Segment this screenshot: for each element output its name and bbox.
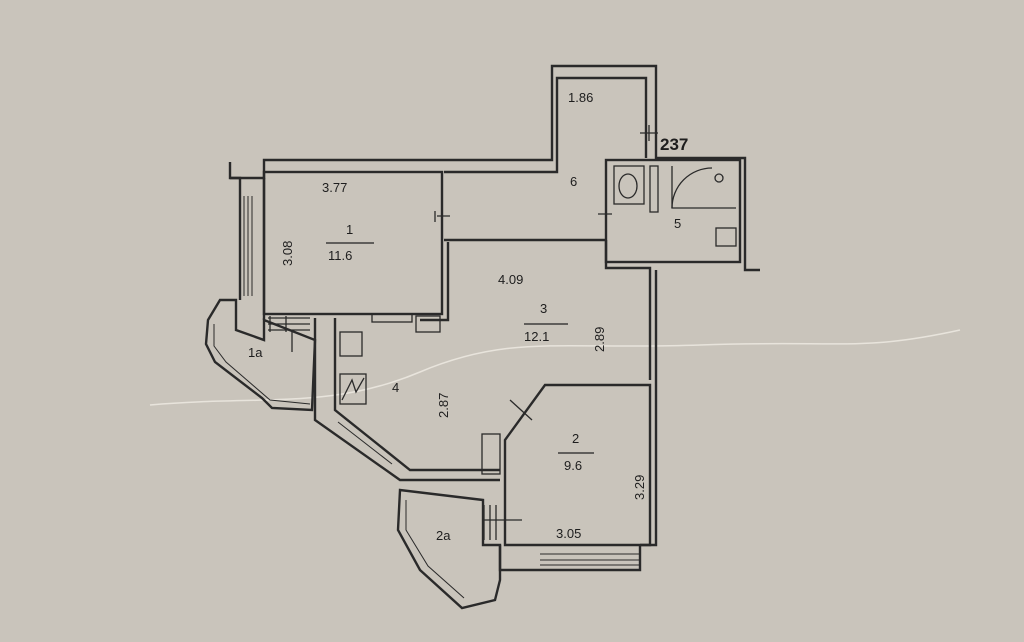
balcony-1a (204, 298, 317, 412)
room-1-label: 1 (346, 222, 353, 237)
room-1-depth: 3.08 (280, 241, 295, 266)
room-5-label: 5 (674, 216, 681, 231)
paper-crease (149, 329, 961, 406)
room-1a-label: 1a (248, 345, 263, 360)
room-2-walls (481, 383, 652, 547)
apartment-number: 237 (660, 135, 688, 154)
room-3-walls (371, 240, 652, 380)
room-2-depth: 3.29 (632, 475, 647, 500)
room-6-label: 6 (570, 174, 577, 189)
room-2-width: 3.05 (556, 526, 581, 541)
room-2-label: 2 (572, 431, 579, 446)
room-1-walls (262, 170, 444, 316)
balcony-2a (396, 488, 502, 610)
door-marks (269, 125, 658, 521)
room-5-walls (604, 158, 742, 264)
room-4-walls (313, 318, 500, 482)
room-1-area: 11.6 (328, 248, 352, 263)
room-3-width: 4.09 (498, 272, 523, 287)
windows (243, 196, 640, 566)
room-6-walls (444, 76, 648, 242)
room-4-label: 4 (392, 380, 399, 395)
room-3-depth: 2.89 (592, 327, 607, 352)
room-2a-label: 2a (436, 528, 451, 543)
room-3-label: 3 (540, 301, 547, 316)
room-4-depth: 2.87 (436, 393, 451, 418)
room-3-area: 12.1 (524, 329, 549, 344)
room-2-area: 9.6 (564, 458, 582, 473)
room-1-width: 3.77 (322, 180, 347, 195)
room-6-width: 1.86 (568, 90, 593, 105)
